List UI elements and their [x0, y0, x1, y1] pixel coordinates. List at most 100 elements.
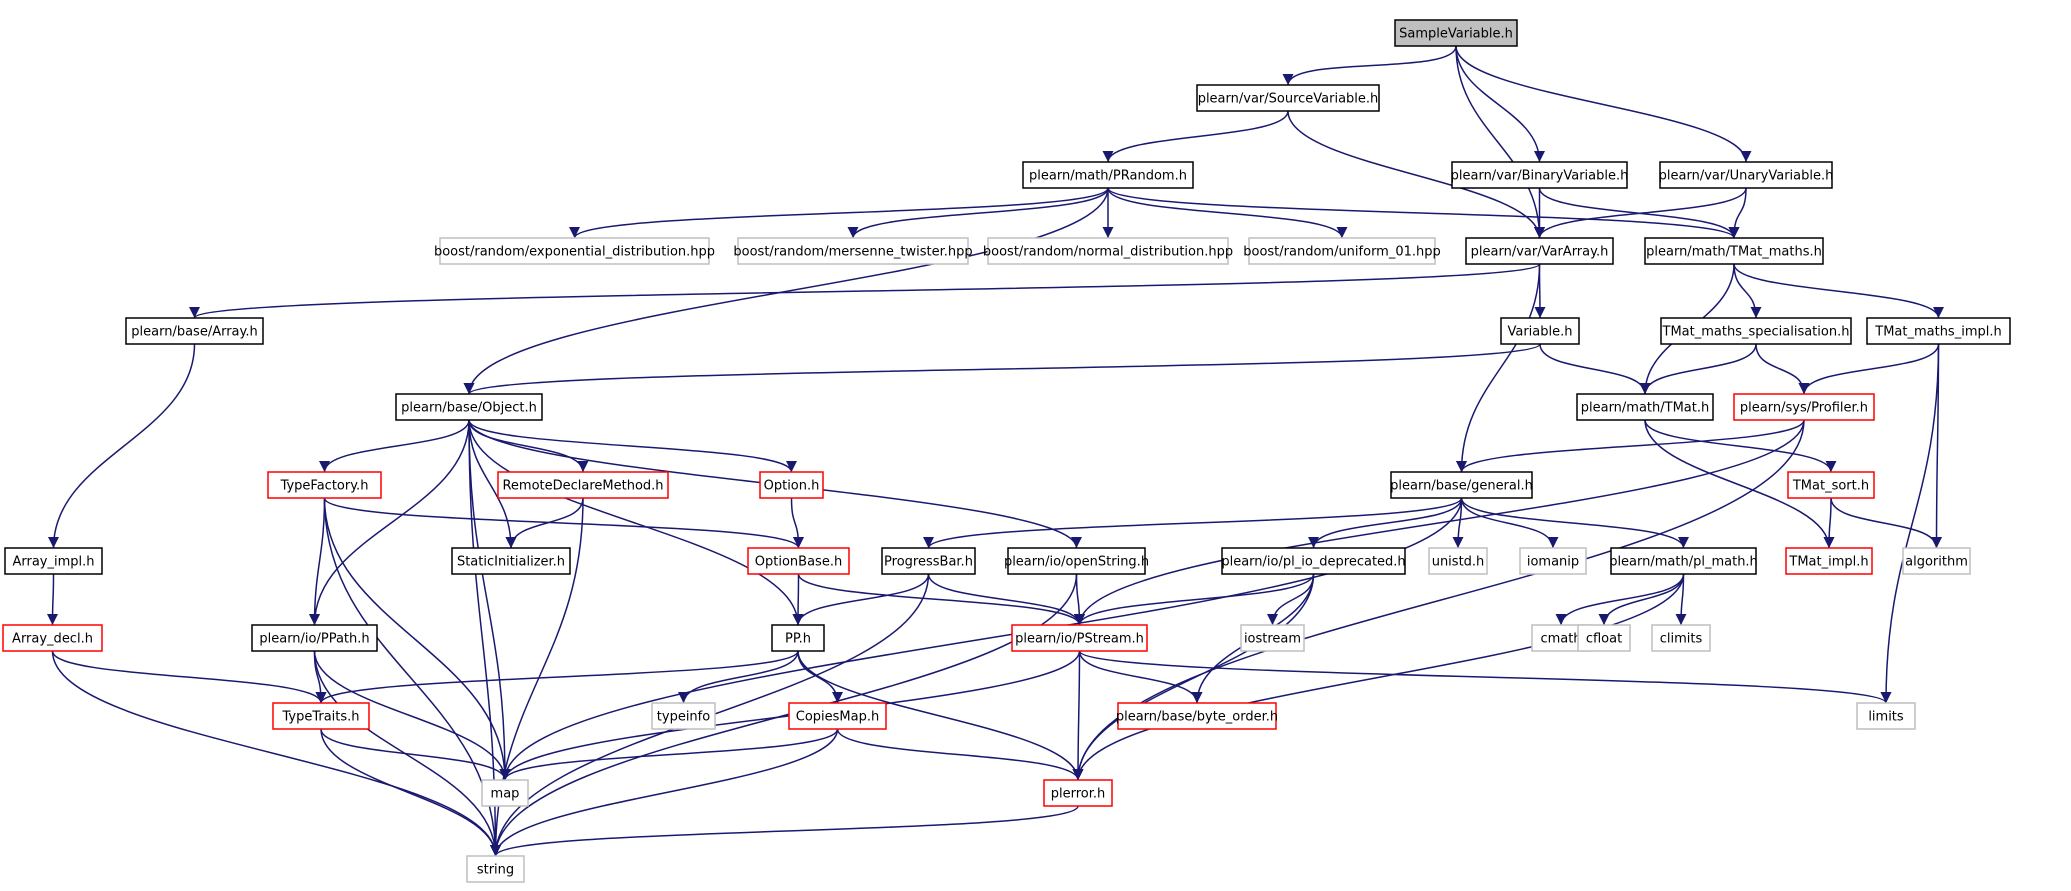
edge-progress-bar-to-pp	[792, 573, 930, 626]
node-box-tmat-impl	[1785, 547, 1873, 575]
node-tmat-sort[interactable]: TMat_sort.h	[1787, 471, 1875, 499]
node-box-tmat	[1576, 393, 1714, 421]
node-tmat-maths-specialisation[interactable]: TMat_maths_specialisation.h	[1660, 317, 1852, 345]
node-general[interactable]: plearn/base/general.h	[1390, 471, 1533, 499]
node-unary-variable[interactable]: plearn/var/UnaryVariable.h	[1659, 161, 1834, 189]
node-box-binary-variable	[1451, 161, 1628, 189]
node-remote-declare-method[interactable]: RemoteDeclareMethod.h	[497, 471, 669, 499]
node-iostream[interactable]: iostream	[1240, 624, 1305, 652]
node-label-exponential-distribution: boost/random/exponential_distribution.hp…	[434, 245, 715, 260]
node-plerror[interactable]: plerror.h	[1043, 779, 1113, 807]
node-box-profiler	[1733, 393, 1875, 421]
edge-source-variable-to-prandom	[1102, 110, 1289, 163]
node-byte-order[interactable]: plearn/base/byte_order.h	[1116, 702, 1278, 730]
node-box-mersenne-twister	[737, 237, 969, 265]
node-label-pstream: plearn/io/PStream.h	[1015, 632, 1144, 647]
node-mersenne-twister[interactable]: boost/random/mersenne_twister.hpp	[733, 237, 973, 265]
node-array-decl[interactable]: Array_decl.h	[2, 624, 103, 652]
node-box-source-variable	[1196, 84, 1380, 112]
node-tmat-maths-impl[interactable]: TMat_maths_impl.h	[1866, 317, 2011, 345]
node-object[interactable]: plearn/base/Object.h	[395, 393, 543, 421]
edge-general-to-iomanip	[1460, 497, 1559, 549]
edge-tmat-to-tmat-impl	[1644, 419, 1835, 549]
node-label-ppath: plearn/io/PPath.h	[259, 632, 369, 647]
node-uniform-01[interactable]: boost/random/uniform_01.hpp	[1243, 237, 1441, 265]
edge-sample-variable-to-binary-variable	[1455, 45, 1545, 163]
node-open-string[interactable]: plearn/io/openString.h	[1004, 547, 1149, 575]
node-tmat-maths[interactable]: plearn/math/TMat_maths.h	[1644, 237, 1824, 265]
node-unistd[interactable]: unistd.h	[1428, 547, 1488, 575]
node-label-remote-declare-method: RemoteDeclareMethod.h	[502, 479, 663, 494]
node-box-cfloat	[1577, 624, 1631, 652]
node-label-copies-map: CopiesMap.h	[796, 710, 879, 725]
node-tmat-impl[interactable]: TMat_impl.h	[1785, 547, 1873, 575]
node-box-static-initializer	[451, 547, 571, 575]
edge-general-to-pl-io-deprecated	[1308, 497, 1463, 549]
node-var-array[interactable]: plearn/var/VarArray.h	[1465, 237, 1614, 265]
node-limits[interactable]: limits	[1856, 702, 1916, 730]
node-typeinfo[interactable]: typeinfo	[651, 702, 716, 730]
node-label-cfloat: cfloat	[1586, 632, 1622, 647]
node-prandom[interactable]: plearn/math/PRandom.h	[1022, 161, 1194, 189]
node-map[interactable]: map	[481, 779, 529, 807]
node-label-pl-math: plearn/math/pl_math.h	[1609, 555, 1758, 570]
edge-copies-map-to-string	[490, 728, 839, 857]
edge-pstream-to-plerror	[1072, 650, 1084, 781]
node-algorithm[interactable]: algorithm	[1902, 547, 1971, 575]
edge-base-array-to-array-impl	[48, 343, 196, 549]
node-binary-variable[interactable]: plearn/var/BinaryVariable.h	[1451, 161, 1629, 189]
edge-pp-to-copies-map	[797, 650, 843, 704]
node-copies-map[interactable]: CopiesMap.h	[788, 702, 887, 730]
node-pl-io-deprecated[interactable]: plearn/io/pl_io_deprecated.h	[1221, 547, 1406, 575]
node-label-progress-bar: ProgressBar.h	[884, 555, 973, 570]
node-pp[interactable]: PP.h	[771, 624, 825, 652]
node-cfloat[interactable]: cfloat	[1577, 624, 1631, 652]
node-profiler[interactable]: plearn/sys/Profiler.h	[1733, 393, 1875, 421]
edge-pl-io-deprecated-to-plerror	[1072, 573, 1315, 781]
edge-array-decl-to-type-traits	[51, 650, 327, 704]
edge-object-to-ppath	[309, 419, 470, 626]
node-sample-variable[interactable]: SampleVariable.h	[1394, 19, 1518, 47]
node-exponential-distribution[interactable]: boost/random/exponential_distribution.hp…	[434, 237, 715, 265]
node-box-pl-math	[1610, 547, 1757, 575]
node-pl-math[interactable]: plearn/math/pl_math.h	[1609, 547, 1758, 575]
node-label-sample-variable: SampleVariable.h	[1399, 27, 1513, 42]
node-iomanip[interactable]: iomanip	[1519, 547, 1587, 575]
node-type-traits[interactable]: TypeTraits.h	[272, 702, 370, 730]
edge-open-string-to-pstream	[1073, 573, 1085, 626]
node-static-initializer[interactable]: StaticInitializer.h	[451, 547, 571, 575]
node-label-typeinfo: typeinfo	[657, 710, 710, 725]
node-label-array-impl: Array_impl.h	[12, 555, 94, 570]
node-box-unistd	[1428, 547, 1488, 575]
node-normal-distribution[interactable]: boost/random/normal_distribution.hpp	[983, 237, 1233, 265]
node-type-factory[interactable]: TypeFactory.h	[267, 471, 382, 499]
node-array-impl[interactable]: Array_impl.h	[4, 547, 103, 575]
node-label-unistd: unistd.h	[1432, 555, 1485, 570]
node-box-option-base	[747, 547, 850, 575]
node-string[interactable]: string	[466, 855, 525, 883]
node-source-variable[interactable]: plearn/var/SourceVariable.h	[1196, 84, 1380, 112]
node-progress-bar[interactable]: ProgressBar.h	[881, 547, 976, 575]
node-label-profiler: plearn/sys/Profiler.h	[1740, 401, 1868, 416]
node-label-binary-variable: plearn/var/BinaryVariable.h	[1451, 169, 1629, 184]
node-base-array[interactable]: plearn/base/Array.h	[125, 317, 264, 345]
node-option-base[interactable]: OptionBase.h	[747, 547, 850, 575]
node-label-iomanip: iomanip	[1527, 555, 1579, 570]
node-option[interactable]: Option.h	[759, 471, 824, 499]
node-label-pl-io-deprecated: plearn/io/pl_io_deprecated.h	[1221, 555, 1405, 570]
edge-general-to-unistd	[1452, 497, 1464, 549]
edge-copies-map-to-map	[499, 728, 839, 781]
node-label-iostream: iostream	[1244, 632, 1301, 647]
node-tmat[interactable]: plearn/math/TMat.h	[1576, 393, 1714, 421]
node-label-option-base: OptionBase.h	[755, 555, 842, 570]
node-variable[interactable]: Variable.h	[1500, 317, 1580, 345]
edge-array-decl-to-string	[51, 650, 501, 857]
node-box-copies-map	[788, 702, 887, 730]
node-climits[interactable]: climits	[1651, 624, 1711, 652]
edge-type-traits-to-string	[320, 728, 501, 857]
node-pstream[interactable]: plearn/io/PStream.h	[1011, 624, 1148, 652]
node-ppath[interactable]: plearn/io/PPath.h	[251, 624, 378, 652]
node-box-tmat-maths-impl	[1866, 317, 2011, 345]
node-box-remote-declare-method	[497, 471, 669, 499]
